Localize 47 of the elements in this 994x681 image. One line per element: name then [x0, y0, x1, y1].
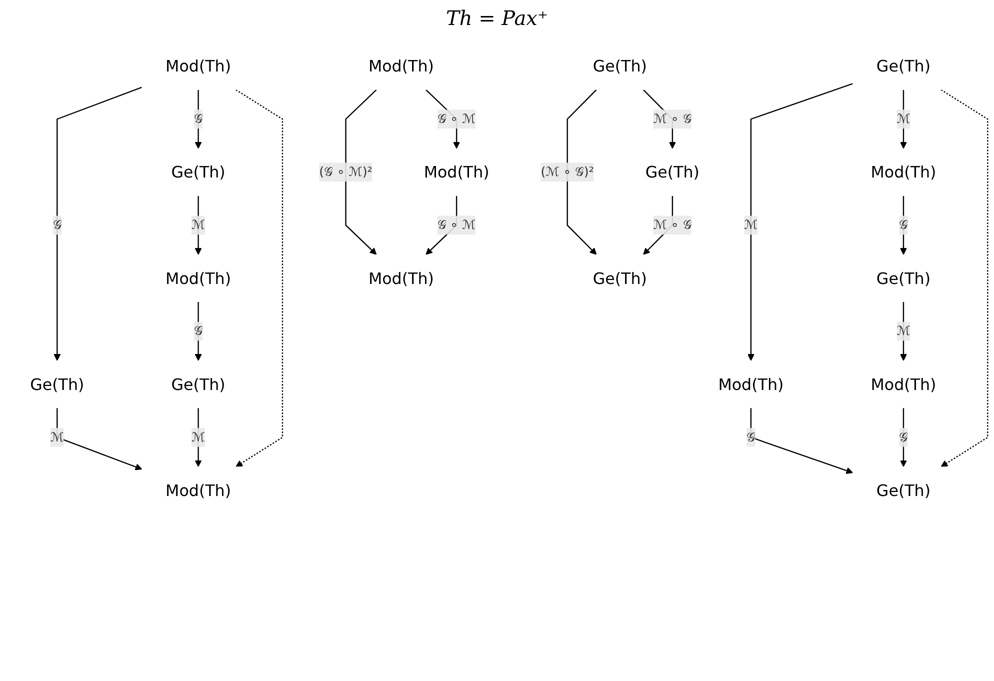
node-text: Mod(Th): [368, 56, 434, 76]
node-text: Mod(Th): [166, 480, 232, 500]
arrow: [56, 408, 142, 470]
node-text: Mod(Th): [870, 162, 936, 182]
arrow: [566, 89, 597, 255]
edge-label: ℳ ∘ 𝒢: [653, 217, 692, 232]
arrow: [236, 89, 284, 467]
edge-label: ℳ: [896, 111, 910, 126]
node-text: Mod(Th): [368, 268, 434, 288]
node-text: Mod(Th): [166, 268, 232, 288]
node-text: Ge(Th): [876, 480, 931, 500]
node-text: Ge(Th): [592, 56, 647, 76]
arrow: [194, 408, 202, 467]
arrow: [345, 89, 377, 255]
edge-label: ℳ: [192, 217, 206, 232]
edge-label: (𝒢 ∘ ℳ)²: [319, 164, 372, 180]
node-text: Mod(Th): [870, 374, 936, 394]
edge-label: ℳ ∘ 𝒢: [653, 111, 692, 126]
edge-label: 𝒢: [194, 111, 203, 126]
arrow: [750, 408, 853, 474]
edge-label: 𝒢: [746, 429, 756, 444]
formula-label: Th = Pax⁺: [446, 6, 548, 30]
edge-label: 𝒢: [52, 217, 62, 232]
edge-label: 𝒢 ∘ ℳ: [437, 217, 476, 232]
node-text: Mod(Th): [718, 374, 784, 394]
edge-label: 𝒢 ∘ ℳ: [437, 111, 476, 126]
node-text: Mod(Th): [166, 56, 232, 76]
edge-label: 𝒢: [899, 217, 908, 232]
arrow: [747, 83, 853, 361]
edge-label: 𝒢: [899, 429, 908, 444]
node-text: Ge(Th): [30, 374, 84, 394]
node-text: Ge(Th): [645, 162, 700, 182]
node-text: Ge(Th): [171, 374, 226, 394]
node-text: Ge(Th): [876, 56, 931, 76]
edge-label: ℳ: [50, 429, 64, 444]
node-text: Ge(Th): [171, 162, 226, 182]
edge-label: ℳ: [192, 429, 206, 444]
node-text: Ge(Th): [876, 268, 931, 288]
arrow: [54, 86, 142, 361]
arrow: [194, 196, 202, 255]
edge-label: (ℳ ∘ 𝒢)²: [540, 164, 594, 180]
node-text: Mod(Th): [424, 162, 490, 182]
edge-label: ℳ: [896, 323, 910, 338]
edge-label: ℳ: [744, 217, 758, 232]
node-text: Ge(Th): [592, 268, 647, 288]
arrow: [940, 89, 988, 467]
edge-label: 𝒢: [194, 323, 203, 338]
